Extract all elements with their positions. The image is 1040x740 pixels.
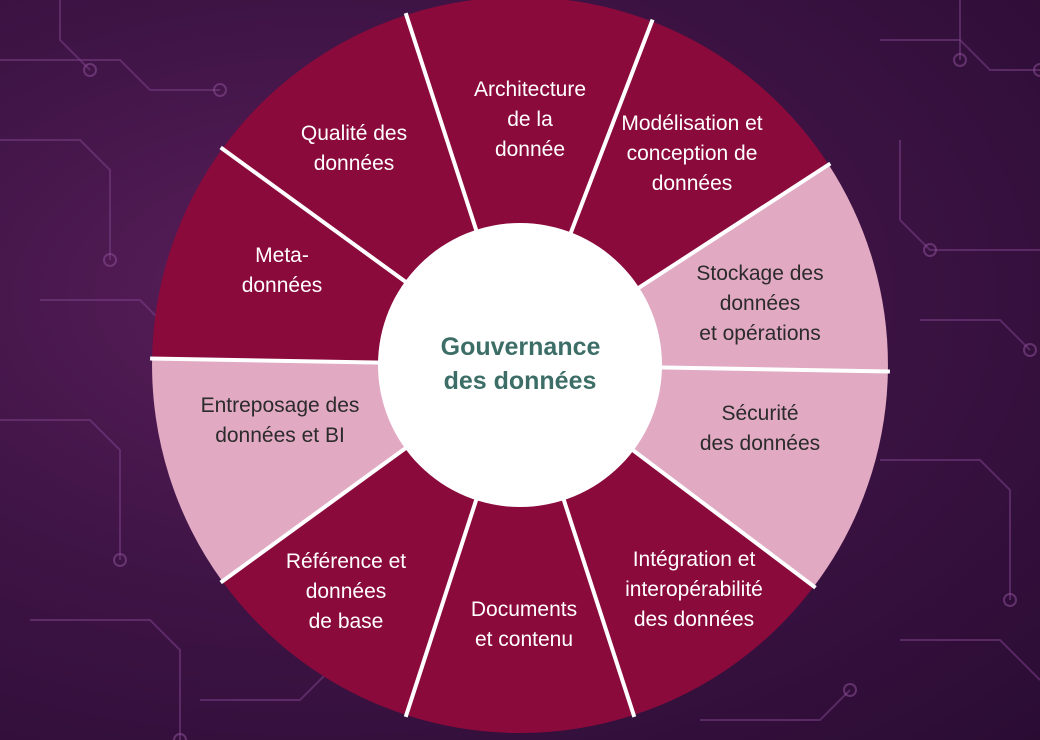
segment-label-line: Stockage des [696,262,823,285]
segment-label-line: données [652,172,733,195]
segment-label-line: Intégration et [633,548,756,571]
segment-label-reference: Référence et données de base [286,550,406,633]
segment-label-line: donnée [495,138,565,161]
segment-divider [219,145,410,286]
segment-label-integration: Intégration et interopérabilité des donnée… [625,548,763,631]
segment-label-metadonnees: Meta-données [242,244,323,297]
segment-divider [219,444,410,585]
segment-label-line: données et BI [215,424,345,447]
center-title-line1: Gouvernance [441,333,601,361]
segment-label-line: et opérations [699,322,820,345]
segment-label-line: des données [634,608,754,631]
segment-label-modelisation: Modélisation et conception de données [621,112,762,195]
center-title-line2: des données [444,367,597,395]
segment-label-documents: Documents et contenu [471,598,577,651]
segment-label-line: données [720,292,801,315]
segment-label-architecture: Architecture de la donnée [474,78,586,161]
segment-divider [634,161,832,292]
segment-label-line: conception de [627,142,758,165]
segment-label-line: de la [507,108,553,131]
segment-label-line: Architecture [474,78,586,101]
wheel-labels: Architecture de la donnée Modélisation et co… [201,78,824,651]
segment-label-line: et contenu [475,628,573,651]
segment-label-line: Qualité des [301,122,407,145]
segment-label-line: Modélisation et [621,112,762,135]
segment-divider [567,18,655,237]
segment-label-line: données [306,580,387,603]
segment-label-line: Meta- [255,244,309,267]
segment-label-line: Entreposage des [201,394,360,417]
segment-divider [403,495,480,718]
segment-divider [150,356,383,365]
segment-label-qualite: Qualité des données [301,122,407,175]
segment-label-line: données [314,152,395,175]
segment-divider [403,12,480,235]
segment-label-line: données [242,274,323,297]
segment-architecture [406,0,652,365]
segment-label-line: Référence et [286,550,406,573]
segment-label-line: de base [309,610,384,633]
segment-documents [406,365,634,734]
segment-divider [628,446,817,590]
segment-divider [560,495,637,718]
segment-label-entreposage: Entreposage des données et BI [201,394,360,447]
wheel-dividers [150,12,890,718]
segment-divider [657,365,890,374]
segment-label-line: des données [700,432,820,455]
segment-label-line: Documents [471,598,577,621]
segment-label-line: Sécurité [721,402,798,425]
center-title: Gouvernance des données [441,333,608,395]
segment-label-stockage: Stockage des données et opérations [696,262,823,345]
center-disc [378,223,662,507]
segment-label-line: interopérabilité [625,578,763,601]
segment-label-securite: Sécurité des données [700,402,820,455]
